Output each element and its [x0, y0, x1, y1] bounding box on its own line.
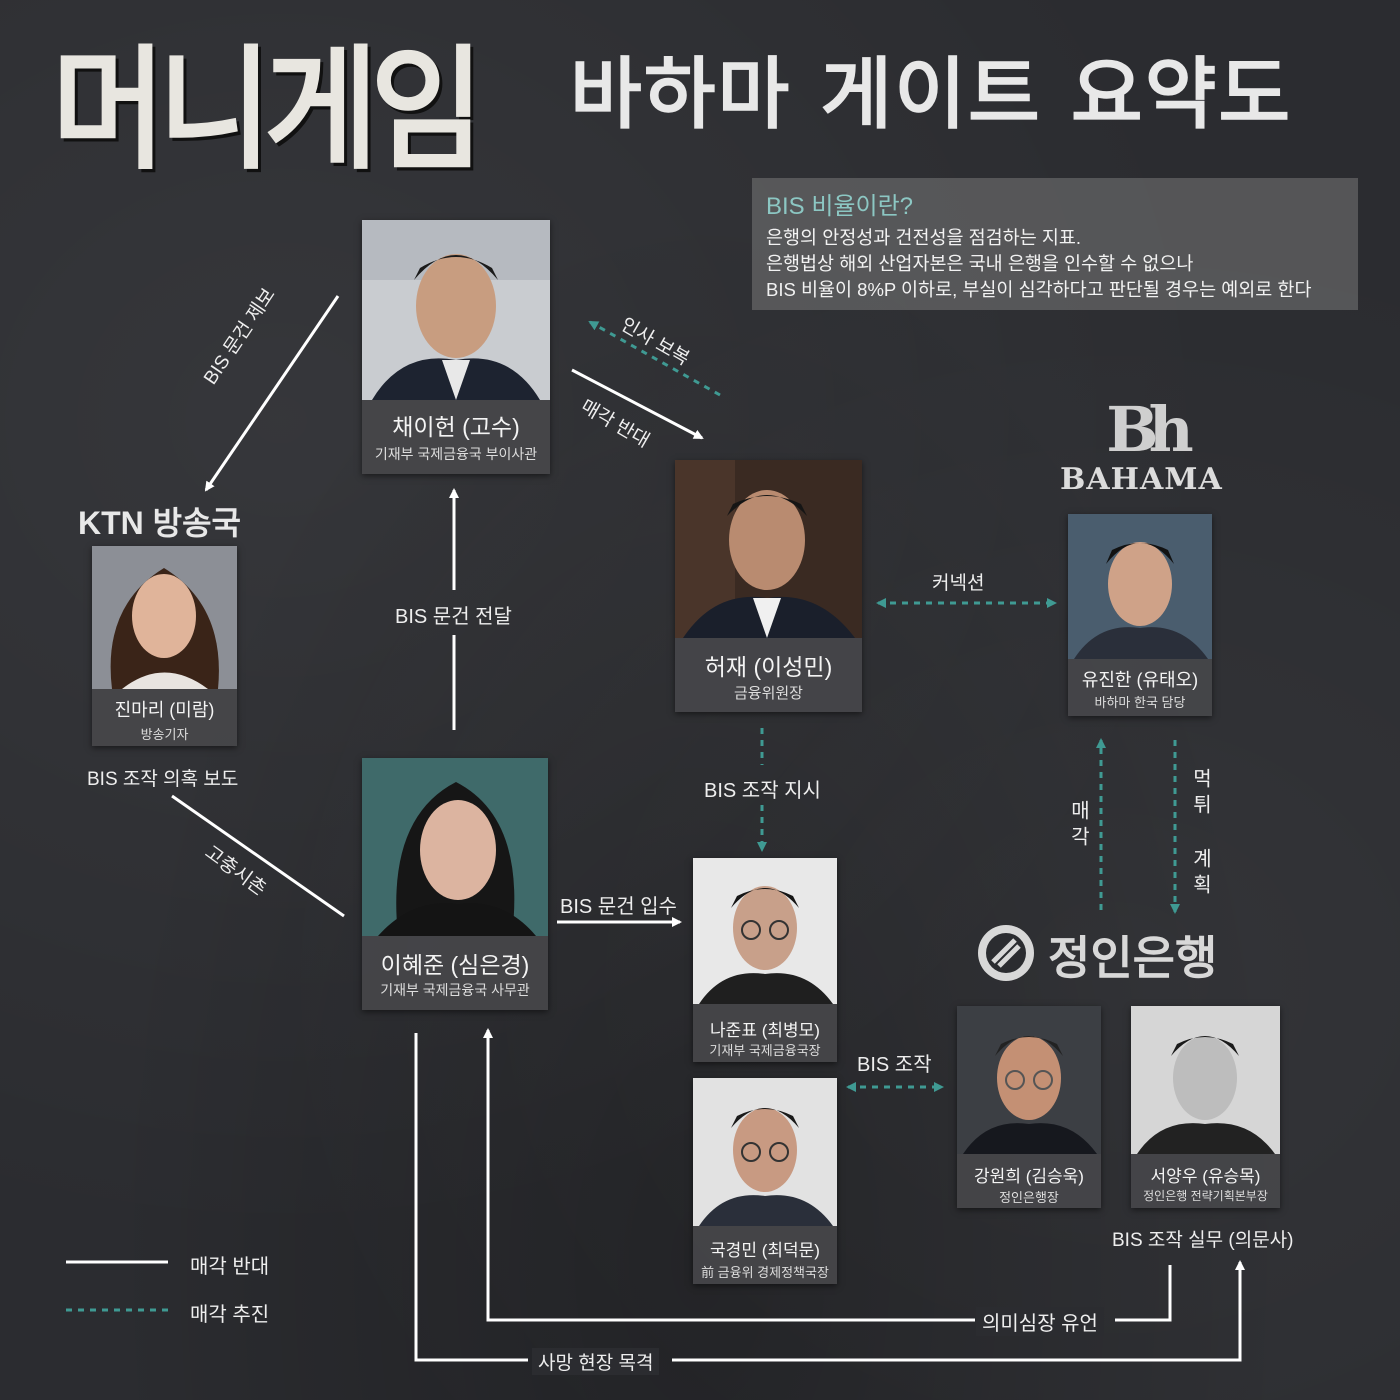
- arrow-dying-words-2: [483, 1028, 975, 1322]
- jungin-bank-label: 정인은행: [1048, 931, 1218, 985]
- portrait-photo: [362, 220, 550, 400]
- arrow-dying-words: [1115, 1265, 1172, 1322]
- character-card-jin: 진마리 (미람) 방송기자: [92, 546, 237, 746]
- character-role: 정인은행장: [999, 1190, 1059, 1205]
- arrow-oppose-sale: [571, 368, 704, 440]
- character-name: 허재 (이성민): [704, 654, 833, 680]
- character-name: 유진한 (유태오): [1081, 670, 1199, 690]
- character-card-guk: 국경민 (최덕문) 前 금융위 경제정책국장: [693, 1078, 837, 1284]
- label-bis-practice: BIS 조작 실무 (의문사): [1112, 1230, 1294, 1251]
- portrait-photo: [92, 546, 237, 689]
- arrow-personnel-retaliation: [588, 320, 721, 397]
- character-name: 강원희 (김승욱): [974, 1167, 1084, 1186]
- character-role: 前 금융위 경제정책국장: [701, 1265, 829, 1280]
- label-connection: 커넥션: [932, 573, 985, 594]
- character-card-lee: 이혜준 (심은경) 기재부 국제금융국 사무관: [362, 758, 548, 1010]
- ktn-broadcaster-label: KTN 방송국: [78, 505, 241, 541]
- label-bis-order: BIS 조작 지시: [704, 780, 821, 802]
- character-role: 기재부 국제금융국 부이사관: [374, 446, 538, 462]
- portrait-photo: [693, 1078, 837, 1226]
- character-card-kang: 강원희 (김승욱) 정인은행장: [957, 1006, 1101, 1208]
- page-title: 바하마 게이트 요약도: [570, 50, 1293, 140]
- legend-dashed-label: 매각 추진: [190, 1304, 270, 1326]
- line-whistle: [171, 794, 345, 918]
- label-bis-manip: BIS 조작: [857, 1054, 932, 1076]
- info-box-title: BIS 비율이란?: [766, 193, 914, 220]
- arrow-death-witness: [414, 1033, 528, 1362]
- character-card-na: 나준표 (최병모) 기재부 국제금융국장: [693, 858, 837, 1062]
- arrow-bis-report: [204, 295, 340, 492]
- label-eat-and-run-plan: 먹튀 계획: [1189, 768, 1211, 900]
- portrait-photo: [957, 1006, 1101, 1154]
- label-death-witness: 사망 현장 목격: [532, 1348, 660, 1375]
- info-line: 은행의 안정성과 건전성을 점검하는 지표.: [766, 227, 1082, 248]
- character-role: 기재부 국제금융국장: [709, 1043, 821, 1058]
- character-name: 진마리 (미람): [114, 700, 215, 720]
- money-game-logo: 머니게임: [52, 33, 484, 189]
- info-line: BIS 비율이 8%P 이하로, 부실이 심각하다고 판단될 경우는 예외로 한…: [766, 279, 1312, 300]
- character-name: 서양우 (유승목): [1150, 1167, 1261, 1186]
- legend-solid-label: 매각 반대: [190, 1256, 270, 1278]
- portrait-photo: [693, 858, 837, 1004]
- character-role: 바하마 한국 담당: [1094, 695, 1186, 710]
- portrait-photo: [1131, 1006, 1280, 1154]
- character-role: 기재부 국제금융국 사무관: [380, 982, 530, 998]
- label-bis-obtain: BIS 문건 입수: [560, 896, 677, 918]
- info-line: 은행법상 해외 산업자본은 국내 은행을 인수할 수 없으나: [766, 253, 1194, 274]
- character-name: 나준표 (최병모): [710, 1021, 820, 1040]
- bis-info-box: BIS 비율이란? 은행의 안정성과 건전성을 점검하는 지표. 은행법상 해외…: [752, 178, 1358, 310]
- arrow-death-witness-2: [672, 1260, 1245, 1362]
- label-dying-words: 의미심장 유언: [976, 1307, 1104, 1336]
- character-name: 채이헌 (고수): [392, 414, 520, 440]
- label-bis-deliver: BIS 문건 전달: [395, 606, 512, 628]
- character-card-heo: 허재 (이성민) 금융위원장: [675, 460, 862, 712]
- bahama-logo-word: BAHAMA: [1060, 462, 1223, 497]
- character-name: 이혜준 (심은경): [380, 952, 530, 978]
- jungin-bank-logo-icon: [975, 922, 1037, 984]
- label-sale: 매각: [1067, 800, 1089, 852]
- character-card-chae: 채이헌 (고수) 기재부 국제금융국 부이사관: [362, 220, 550, 474]
- character-name: 국경민 (최덕문): [710, 1241, 820, 1260]
- portrait-photo: [362, 758, 548, 936]
- bahama-logo-mark: Bh: [1106, 393, 1193, 466]
- character-role: 방송기자: [140, 727, 189, 742]
- character-card-yu: 유진한 (유태오) 바하마 한국 담당: [1068, 514, 1212, 716]
- character-card-seo: 서양우 (유승목) 정인은행 전략기획본부장: [1131, 1006, 1280, 1208]
- label-bis-rumor-report: BIS 조작 의혹 보도: [87, 769, 239, 790]
- portrait-photo: [675, 460, 862, 638]
- character-role: 정인은행 전략기획본부장: [1143, 1189, 1268, 1203]
- character-role: 금융위원장: [733, 685, 803, 702]
- portrait-photo: [1068, 514, 1212, 659]
